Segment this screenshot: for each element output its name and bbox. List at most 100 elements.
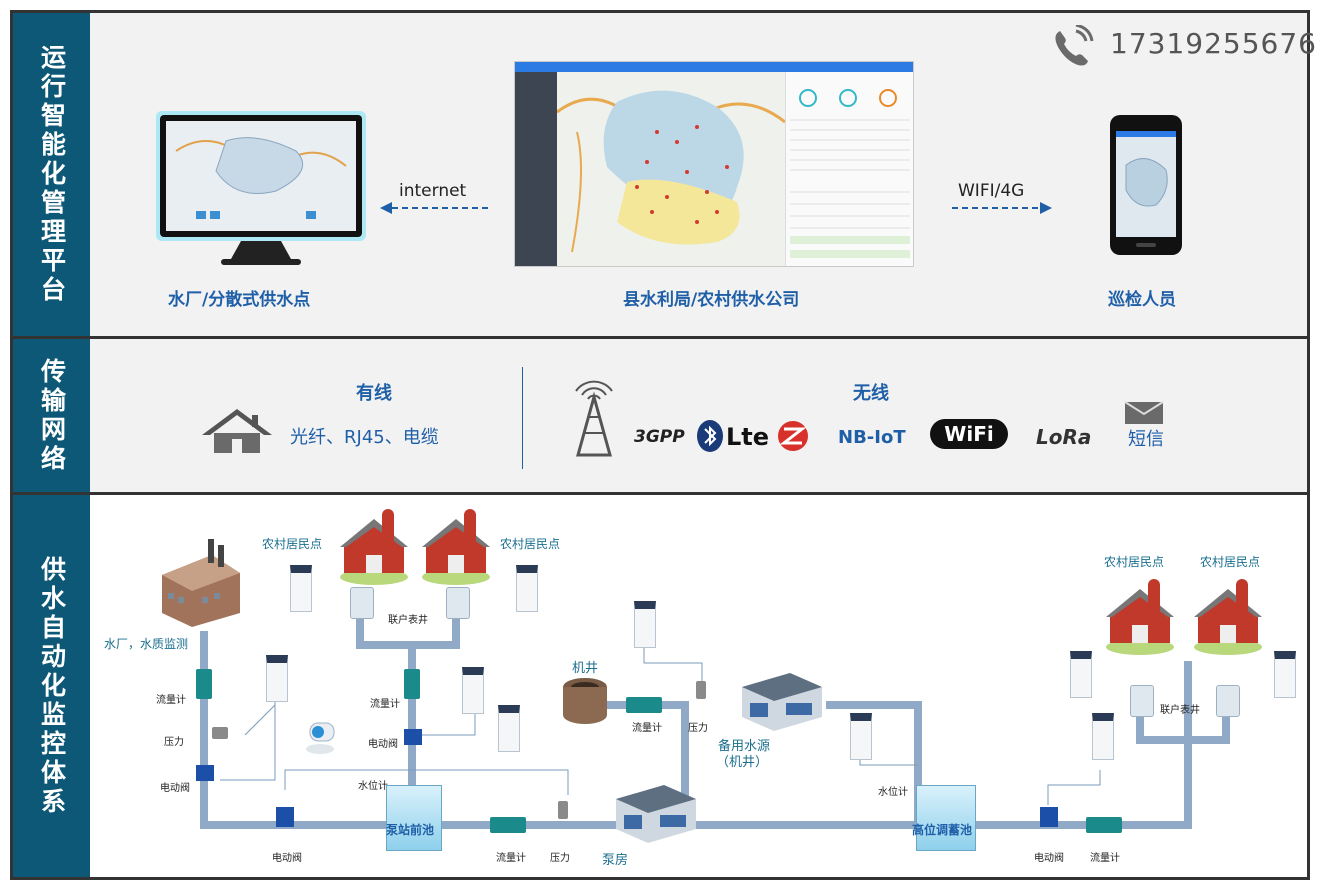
network-separator <box>522 367 523 469</box>
flow-meter <box>626 697 662 713</box>
valve-label-e: 电动阀 <box>1034 853 1064 864</box>
valve-label-b: 电动阀 <box>368 739 398 750</box>
solar-rtu-device <box>634 601 656 648</box>
pressure-sensor <box>696 681 706 699</box>
flow-label-b: 流量计 <box>370 699 400 710</box>
wireless-sms-label: 短信 <box>1128 429 1164 450</box>
water-plant-icon <box>162 539 240 627</box>
pressure-label-a: 压力 <box>164 737 184 748</box>
network-section: 传输网络 有线 光纤、RJ45、电缆 无线 3GPP <box>13 339 1307 492</box>
internet-arrow <box>380 202 488 214</box>
wired-title: 有线 <box>356 383 392 404</box>
wireless-lte-logo: Lte <box>726 423 770 451</box>
platform-section: 运行智能化管理平台 17319255676 <box>13 13 1316 336</box>
village-label-3: 农村居民点 <box>1104 555 1165 569</box>
backup-sub-label: （机井） <box>716 755 769 770</box>
level-label-a: 水位计 <box>358 781 388 792</box>
village-label-4: 农村居民点 <box>1200 555 1261 569</box>
solar-rtu-device <box>1092 713 1114 760</box>
wifi-4g-arrow <box>952 202 1052 214</box>
meter-well-label-2: 联户表井 <box>1160 705 1200 716</box>
supply-section-title: 供水自动化监控体系 <box>13 495 90 877</box>
zigbee-icon <box>778 421 808 451</box>
flow-label-c: 流量计 <box>496 853 526 864</box>
wireless-wifi-logo: WiFi <box>930 419 1008 449</box>
well-label: 机井 <box>572 661 599 676</box>
plant-label: 水厂，水质监测 <box>104 637 189 651</box>
water-meter <box>446 587 470 619</box>
well-icon <box>563 678 607 724</box>
phone-icon <box>1055 25 1094 66</box>
valve-label-c: 电动阀 <box>272 853 302 864</box>
pressure-label-d: 压力 <box>688 723 708 734</box>
wireless-lora-logo: LoRa <box>1036 425 1092 449</box>
dashboard-screenshot <box>514 61 914 267</box>
flow-label-d: 流量计 <box>632 723 662 734</box>
platform-left-label: 水厂/分散式供水点 <box>168 290 311 310</box>
pump-pool-a <box>386 785 442 851</box>
antenna-tower-icon <box>575 380 613 457</box>
solar-rtu-device <box>462 667 484 714</box>
flow-meter <box>1086 817 1122 833</box>
flow-meter <box>196 669 212 699</box>
camera-icon <box>306 722 335 754</box>
village-label-2: 农村居民点 <box>500 537 561 551</box>
meter-well-label-1: 联户表井 <box>388 615 428 626</box>
solar-rtu-device <box>516 565 538 612</box>
platform-section-title: 运行智能化管理平台 <box>13 13 90 336</box>
solar-rtu-device <box>850 713 872 760</box>
water-meter <box>350 587 374 619</box>
electric-valve <box>1040 807 1058 827</box>
village-label-1: 农村居民点 <box>262 537 323 551</box>
barn-icon <box>340 509 408 585</box>
pressure-label-c: 压力 <box>550 853 570 864</box>
flow-meter <box>404 669 420 699</box>
electric-valve <box>276 807 294 827</box>
smartphone-icon <box>1110 115 1182 255</box>
diagram-frame: 运行智能化管理平台 17319255676 <box>10 10 1316 880</box>
network-section-title: 传输网络 <box>13 339 90 492</box>
internet-label: internet <box>399 181 467 201</box>
pump-room-label: 泵房 <box>602 853 629 868</box>
solar-rtu-device <box>1274 651 1296 698</box>
platform-center-label: 县水利局/农村供水公司 <box>623 290 800 310</box>
wireless-3gpp-logo: 3GPP <box>634 427 685 447</box>
barn-icon <box>422 509 490 585</box>
solar-rtu-device <box>498 705 520 752</box>
divider-1 <box>13 336 1307 339</box>
phone-number: 17319255676 <box>1110 27 1317 60</box>
valve-label-a: 电动阀 <box>160 783 190 794</box>
envelope-icon <box>1124 401 1164 424</box>
supply-section: 供水自动化监控体系 <box>13 495 1307 877</box>
solar-rtu-device <box>266 655 288 702</box>
level-label-b: 水位计 <box>878 787 908 798</box>
bluetooth-icon <box>697 420 723 452</box>
barn-icon <box>1106 579 1174 655</box>
barn-icon <box>1194 579 1262 655</box>
divider-2 <box>13 492 1307 495</box>
solar-rtu-device <box>290 565 312 612</box>
pressure-sensor <box>212 727 228 739</box>
wired-items: 光纤、RJ45、电缆 <box>290 427 439 448</box>
solar-rtu-device <box>1070 651 1092 698</box>
flow-label-e: 流量计 <box>1090 853 1120 864</box>
pool-b-label: 高位调蓄池 <box>912 823 973 837</box>
reservoir-pool-b <box>916 785 976 851</box>
flow-meter <box>490 817 526 833</box>
flow-label-a: 流量计 <box>156 695 186 706</box>
pressure-sensor <box>558 801 568 819</box>
platform-right-label: 巡检人员 <box>1108 290 1176 310</box>
backup-source-icon <box>742 673 822 731</box>
wifi-4g-label: WIFI/4G <box>958 181 1025 201</box>
wireless-nbiot-logo: NB-IoT <box>838 427 906 448</box>
backup-label: 备用水源 <box>718 739 771 754</box>
pump-house-icon <box>616 785 696 843</box>
electric-valve <box>404 729 422 745</box>
monitor-icon <box>156 111 366 265</box>
electric-valve <box>196 765 214 781</box>
pool-a-label: 泵站前池 <box>386 823 435 837</box>
water-meter <box>1216 685 1240 717</box>
home-icon <box>202 409 272 453</box>
wireless-title: 无线 <box>853 383 889 404</box>
water-meter <box>1130 685 1154 717</box>
